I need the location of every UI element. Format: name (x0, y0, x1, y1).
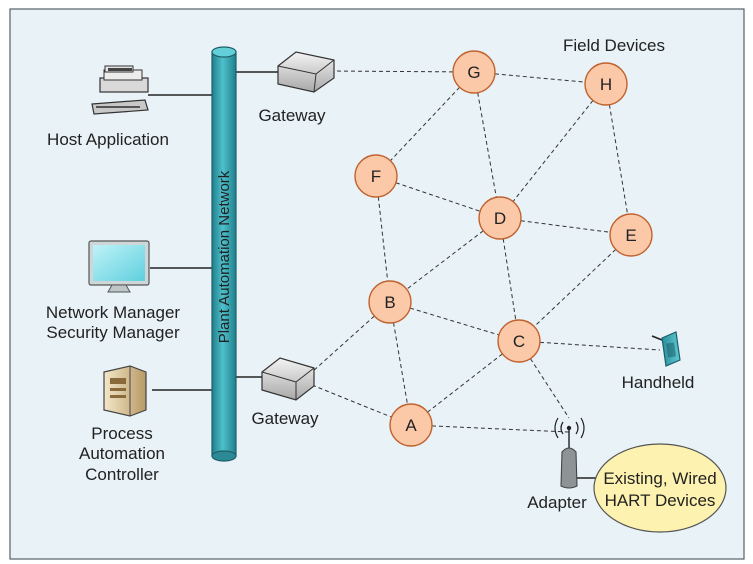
node-f: F (354, 154, 398, 198)
node-b-label: B (384, 293, 395, 312)
gateway-top-label: Gateway (258, 106, 326, 125)
monitor-icon (88, 240, 150, 293)
plant-automation-network-pipe: Plant Automation Network (211, 46, 237, 462)
node-a: A (389, 403, 433, 447)
gateway-box-icon (277, 51, 335, 93)
node-b: B (368, 280, 412, 324)
gateway-box-icon (261, 357, 315, 401)
node-g-label: G (467, 63, 480, 82)
mesh-nodes: G H F D E B C A (354, 50, 653, 447)
node-c: C (497, 319, 541, 363)
field-devices-label: Field Devices (563, 36, 665, 55)
host-application-label: Host Application (47, 130, 169, 149)
wireless-adapter-icon (554, 417, 585, 489)
node-e: E (609, 213, 653, 257)
node-a-label: A (405, 416, 417, 435)
node-g: G (452, 50, 496, 94)
adapter-label: Adapter (527, 493, 587, 512)
node-d: D (478, 196, 522, 240)
node-h: H (584, 62, 628, 106)
controller-label-line2: Automation (79, 444, 165, 463)
node-e-label: E (625, 226, 636, 245)
gateway-bottom-label: Gateway (251, 409, 319, 428)
handheld-label: Handheld (622, 373, 695, 392)
security-manager-label: Security Manager (46, 323, 180, 342)
node-c-label: C (513, 332, 525, 351)
controller-label-line1: Process (91, 424, 152, 443)
node-h-label: H (600, 75, 612, 94)
node-d-label: D (494, 209, 506, 228)
node-f-label: F (371, 167, 381, 186)
desktop-computer-icon (91, 65, 149, 115)
backbone-links (148, 71, 278, 391)
network-label: Plant Automation Network (216, 170, 233, 343)
controller-cabinet-icon (103, 365, 147, 417)
network-manager-label: Network Manager (46, 303, 181, 322)
wired-label-line1: Existing, Wired (603, 469, 716, 488)
controller-label-line3: Controller (85, 465, 159, 484)
handheld-device-icon (651, 331, 681, 367)
wired-devices-bubble (593, 443, 727, 533)
wired-label-line2: HART Devices (605, 491, 716, 510)
